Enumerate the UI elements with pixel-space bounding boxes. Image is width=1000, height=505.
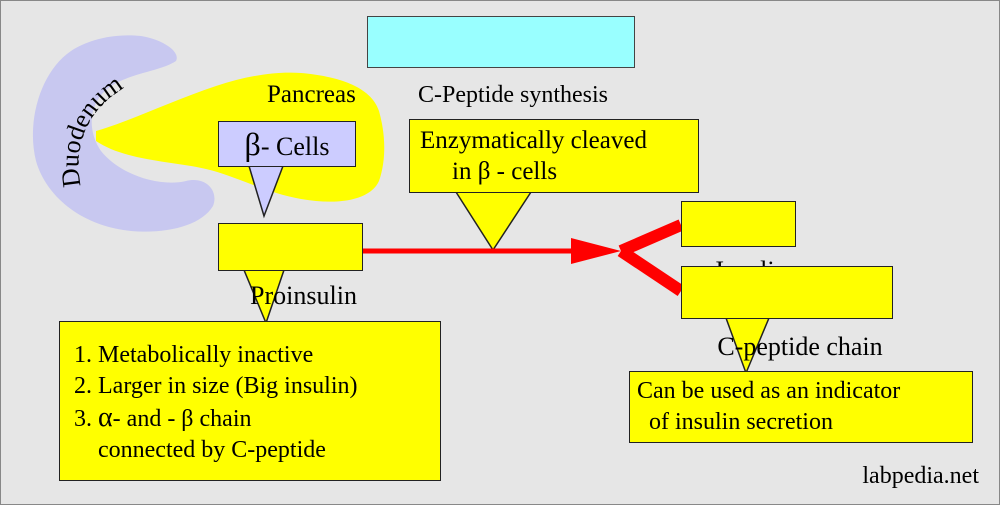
duodenum-shape <box>32 35 215 232</box>
indicator-line2: of insulin secretion <box>637 409 833 435</box>
property-item-1: 1. Metabolically inactive <box>74 342 314 368</box>
enzyme-note-box: Enzymatically cleaved in β - cells <box>409 119 699 193</box>
property-item-3-cont: connected by C-peptide <box>74 437 326 463</box>
proinsulin-box: Proinsulin <box>218 223 363 310</box>
beta-cells-box: β- Cells <box>218 121 356 167</box>
cleavage-arrowhead <box>571 238 621 264</box>
proinsulin-label: Proinsulin <box>250 281 357 310</box>
c-peptide-branch <box>617 246 685 296</box>
insulin-box: Insulin <box>681 201 796 285</box>
enzyme-note-line1: Enzymatically cleaved <box>420 127 647 154</box>
watermark: labpedia.net <box>862 463 979 489</box>
c-peptide-box: C-peptide chain <box>681 266 893 361</box>
property-item-3: 3. α- and - β chain <box>74 402 440 435</box>
insulin-branch <box>618 219 684 257</box>
property-item-3-rest: - and - β chain <box>112 406 252 432</box>
indicator-box: Can be used as an indicator of insulin s… <box>629 371 973 443</box>
beta-symbol: β <box>244 126 261 162</box>
properties-box: 1. Metabolically inactive 2. Larger in si… <box>59 321 441 481</box>
alpha-symbol: α <box>98 402 113 433</box>
property-item-3-prefix: 3. <box>74 406 98 432</box>
property-item-2: 2. Larger in size (Big insulin) <box>74 373 358 399</box>
indicator-line1: Can be used as an indicator <box>637 378 901 404</box>
page-title: C-Peptide synthesis <box>418 82 608 108</box>
c-peptide-label: C-peptide chain <box>717 332 883 361</box>
title-box: C-Peptide synthesis <box>367 16 635 108</box>
pancreas-label: Pancreas <box>267 81 356 108</box>
enzyme-note-line2: in β - cells <box>452 158 558 185</box>
beta-cells-label: - Cells <box>260 132 330 161</box>
enzyme-pointer <box>454 191 533 252</box>
